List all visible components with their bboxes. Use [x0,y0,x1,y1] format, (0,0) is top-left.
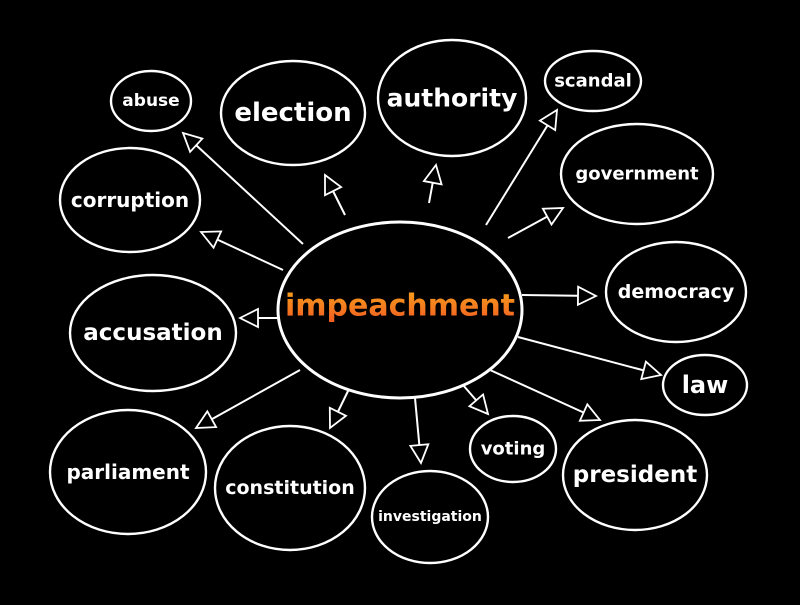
connector-abuse [182,132,304,245]
node-ellipse-authority [376,38,528,158]
node-constitution: constitution [213,424,367,552]
arrow-head-voting [467,392,490,416]
node-scandal: scandal [543,49,643,113]
arrow-head-scandal [538,108,559,132]
node-label-government: government [575,164,699,185]
node-democracy: democracy [604,240,748,344]
node-ellipse-abuse [109,69,193,133]
node-label-authority: authority [387,84,518,113]
center-node: impeachment [276,220,524,400]
arrow-head-law [640,360,663,381]
arrow-head-constitution [328,406,348,430]
arrow-head-democracy [576,285,599,307]
node-voting: voting [468,414,558,484]
node-label-parliament: parliament [66,460,190,484]
node-ellipse-democracy [604,240,748,344]
node-label-accusation: accusation [83,320,222,346]
node-label-election: election [234,98,351,128]
arrow-head-president [578,402,602,422]
node-label-abuse: abuse [122,91,179,111]
node-label-democracy: democracy [618,281,735,303]
node-corruption: corruption [58,146,202,254]
connector-parliament [195,369,301,429]
node-law: law [661,353,749,417]
node-label-corruption: corruption [71,188,189,212]
node-label-president: president [573,462,697,488]
node-ellipse-voting [468,414,558,484]
arrow-head-accusation [237,307,259,329]
node-ellipse-corruption [58,146,202,254]
node-investigation: investigation [370,469,490,565]
node-ellipse-law [661,353,749,417]
node-ellipse-accusation [68,273,238,393]
node-ellipse-government [559,122,715,226]
node-accusation: accusation [68,273,238,393]
arrow-head-investigation [408,443,430,466]
node-label-investigation: investigation [378,509,482,525]
node-abuse: abuse [109,69,193,133]
arrow-head-parliament [194,409,218,429]
connector-scandal [485,109,558,226]
node-label-constitution: constitution [225,477,355,499]
center-ellipse [276,220,524,400]
node-authority: authority [376,38,528,158]
node-ellipse-parliament [48,408,208,536]
connector-president [489,369,601,421]
arrow-head-government [541,207,565,227]
arrow-head-corruption [199,230,223,250]
node-ellipse-scandal [543,49,643,113]
connector-law [517,336,662,376]
node-label-scandal: scandal [554,71,632,92]
center-label: impeachment [285,289,515,324]
arrow-head-election [324,173,343,197]
nodes: abuse election authority scandal government c… [48,38,749,565]
node-election: election [219,59,367,167]
arrow-head-abuse [181,131,204,154]
node-ellipse-election [219,59,367,167]
node-label-voting: voting [481,439,546,460]
node-government: government [559,122,715,226]
node-ellipse-president [561,418,709,532]
node-label-law: law [682,371,729,399]
node-ellipse-investigation [370,469,490,565]
node-parliament: parliament [48,408,208,536]
node-president: president [561,418,709,532]
arrow-head-authority [422,163,443,186]
node-ellipse-constitution [213,424,367,552]
connectors [181,108,663,466]
